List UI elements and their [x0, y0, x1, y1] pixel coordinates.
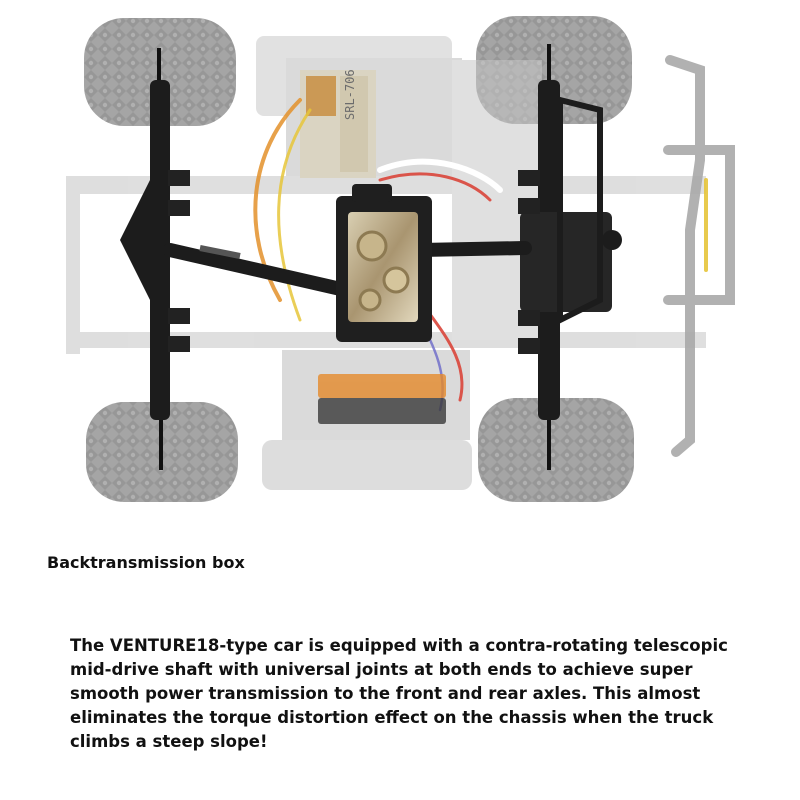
section-caption: Backtransmission box	[47, 553, 245, 572]
receiver-board: SRL-706	[300, 69, 376, 178]
tire-rear-right	[478, 398, 634, 502]
feature-description: The VENTURE18-type car is equipped with …	[70, 636, 728, 751]
front-axle	[120, 48, 190, 470]
transmission-box	[336, 184, 432, 342]
battery-pack	[318, 374, 446, 424]
drive-shafts	[163, 241, 532, 297]
rear-bumper	[663, 55, 735, 457]
rear-axle	[518, 44, 622, 470]
chassis-illustration: SRL-706	[66, 16, 735, 502]
board-label: SRL-706	[343, 69, 357, 120]
